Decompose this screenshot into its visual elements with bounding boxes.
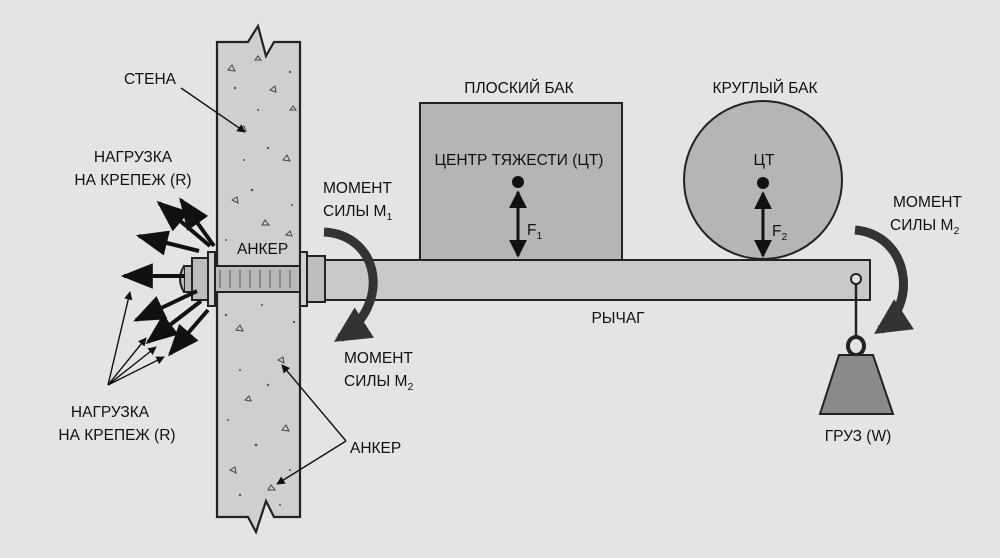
lever-hole bbox=[850, 273, 862, 285]
load-bottom-label-line1: НАГРУЗКА bbox=[71, 404, 150, 421]
svg-text:СИЛЫ М1: СИЛЫ М1 bbox=[323, 203, 392, 223]
moment-m2-right-label-line1: МОМЕНТ bbox=[893, 194, 962, 211]
load-top-label-line2: НА КРЕПЕЖ (R) bbox=[74, 172, 191, 189]
lever-bar bbox=[299, 259, 871, 301]
flat-tank-cg-dot bbox=[512, 176, 524, 188]
force-f1-label-sub: 1 bbox=[536, 230, 542, 242]
wall-label: СТЕНА bbox=[124, 71, 177, 88]
moment-m2-right-label-line2: СИЛЫ М bbox=[890, 217, 953, 234]
svg-text:F1: F1 bbox=[527, 222, 542, 242]
svg-text:СИЛЫ М2: СИЛЫ М2 bbox=[890, 217, 959, 237]
load-arrows bbox=[120, 197, 216, 357]
anchor-label-bottom: АНКЕР bbox=[350, 440, 401, 457]
moment-m2-right-label-sub: 2 bbox=[953, 225, 959, 237]
moment-m2-left-label-line2: СИЛЫ М bbox=[344, 373, 407, 390]
anchor-label-top: АНКЕР bbox=[237, 241, 288, 258]
force-f2-label-sub: 2 bbox=[781, 231, 787, 243]
moment-m1-curved-arrow bbox=[323, 227, 378, 342]
anchor-bolt bbox=[179, 251, 326, 307]
flat-tank-label: ПЛОСКИЙ БАК bbox=[464, 79, 573, 97]
force-f1-label: F bbox=[527, 222, 536, 239]
weight bbox=[818, 284, 895, 415]
round-tank-label: КРУГЛЫЙ БАК bbox=[713, 79, 818, 97]
force-f2-label: F bbox=[772, 223, 781, 240]
lever-label: РЫЧАГ bbox=[591, 310, 645, 327]
moment-m2-left-label-sub: 2 bbox=[407, 381, 413, 393]
moment-m1-label-line1: МОМЕНТ bbox=[323, 180, 392, 197]
moment-m2-curved-arrow bbox=[854, 225, 914, 334]
center-gravity-label: ЦЕНТР ТЯЖЕСТИ (ЦТ) bbox=[435, 152, 604, 169]
moment-m2-left-label-line1: МОМЕНТ bbox=[344, 350, 413, 367]
weight-label: ГРУЗ (W) bbox=[825, 428, 892, 445]
leader-lines bbox=[107, 87, 347, 485]
load-top-label-line1: НАГРУЗКА bbox=[94, 149, 173, 166]
round-tank-cg-label: ЦТ bbox=[754, 152, 775, 169]
svg-text:F2: F2 bbox=[772, 223, 787, 243]
round-tank-cg-dot bbox=[757, 177, 769, 189]
moment-m1-label-sub: 1 bbox=[386, 211, 392, 223]
load-bottom-label-line2: НА КРЕПЕЖ (R) bbox=[58, 427, 175, 444]
svg-text:СИЛЫ М2: СИЛЫ М2 bbox=[344, 373, 413, 393]
moment-m1-label-line2: СИЛЫ М bbox=[323, 203, 386, 220]
thread-lines bbox=[219, 270, 291, 288]
